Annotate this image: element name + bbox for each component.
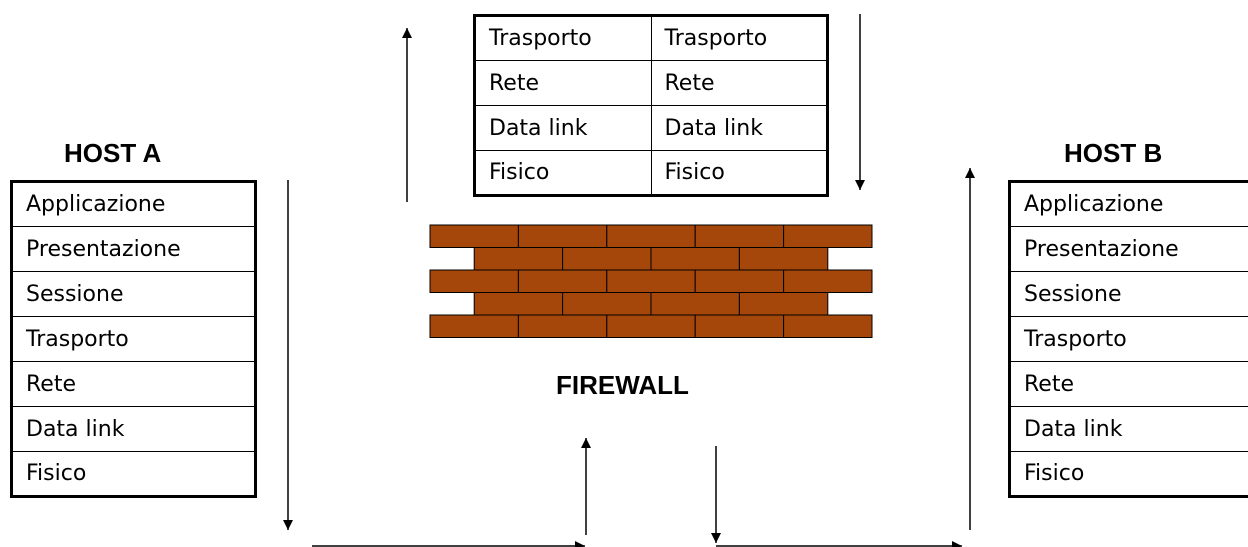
brick: [517, 314, 608, 338]
brick: [650, 247, 740, 271]
host-a-layer-sessione: Sessione: [11, 271, 256, 317]
host-a-layer-rete: Rete: [11, 361, 256, 407]
brick: [473, 292, 564, 316]
host-a-title: HOST A: [64, 138, 162, 168]
brick: [429, 269, 519, 293]
firewall-label: FIREWALL: [556, 370, 689, 400]
brick: [562, 292, 652, 316]
brick: [650, 292, 740, 316]
firewall-layer-rete-out: Rete: [650, 60, 828, 106]
brick: [517, 269, 608, 293]
firewall-layer-rete-in: Rete: [474, 60, 652, 106]
firewall-protocol-stack: Trasporto Trasporto Rete Rete Data link …: [473, 14, 829, 197]
host-b-protocol-stack: Applicazione Presentazione Sessione Tras…: [1008, 180, 1248, 498]
brick: [606, 269, 696, 293]
host-b-layer-sessione: Sessione: [1009, 271, 1248, 317]
firewall-layer-fisico-out: Fisico: [650, 150, 828, 196]
brick: [429, 314, 519, 338]
host-b-layer-presentazione: Presentazione: [1009, 226, 1248, 272]
brick: [694, 314, 785, 338]
host-b-layer-trasporto: Trasporto: [1009, 316, 1248, 362]
brick: [517, 224, 608, 248]
host-b-layer-rete: Rete: [1009, 361, 1248, 407]
brick: [783, 314, 873, 338]
brick-wall: [429, 224, 873, 338]
firewall-layer-data-link-in: Data link: [474, 105, 652, 151]
firewall-layer-fisico-in: Fisico: [474, 150, 652, 196]
firewall-layer-trasporto-in: Trasporto: [474, 15, 652, 61]
host-a-protocol-stack: Applicazione Presentazione Sessione Tras…: [10, 180, 257, 498]
host-a-layer-data-link: Data link: [11, 406, 256, 452]
brick: [694, 224, 785, 248]
brick: [429, 224, 519, 248]
host-a-layer-fisico: Fisico: [11, 451, 256, 497]
host-a-layer-trasporto: Trasporto: [11, 316, 256, 362]
firewall-layer-data-link-out: Data link: [650, 105, 828, 151]
brick: [738, 247, 829, 271]
firewall-layer-trasporto-out: Trasporto: [650, 15, 828, 61]
brick: [783, 269, 873, 293]
brick: [606, 224, 696, 248]
host-b-title: HOST B: [1064, 138, 1163, 168]
brick: [694, 269, 785, 293]
host-b-layer-fisico: Fisico: [1009, 451, 1248, 497]
brick: [473, 247, 564, 271]
brick: [562, 247, 652, 271]
brick: [738, 292, 829, 316]
brick: [783, 224, 873, 248]
brick: [606, 314, 696, 338]
